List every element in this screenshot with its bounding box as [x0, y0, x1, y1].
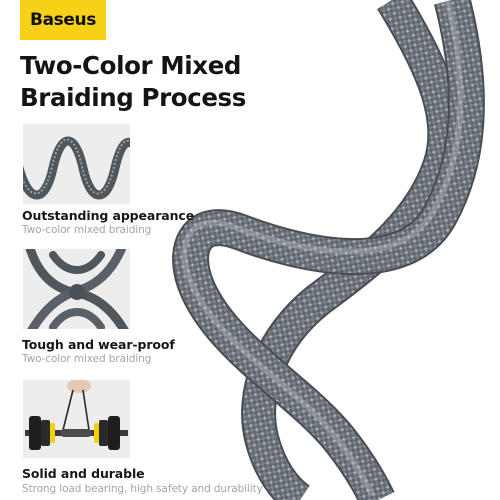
dumbbell-load-thumbnail [23, 380, 130, 458]
wavy-cable-icon [23, 136, 130, 200]
headline-line-1: Two-Color Mixed [20, 51, 242, 80]
brand-logo-tab: Baseus [20, 0, 106, 40]
feature-title-durable: Solid and durable [22, 466, 145, 481]
feature-subtitle-appearance: Two-color mixed braiding [22, 224, 152, 236]
feature-subtitle-wear-proof: Two-color mixed braiding [22, 353, 152, 365]
headline-line-2: Braiding Process [20, 83, 246, 112]
knotted-cable-thumbnail [23, 249, 130, 329]
brand-logo: Baseus [30, 10, 96, 30]
headline: Two-Color Mixed Braiding Process [20, 50, 246, 114]
knotted-cable-icon [25, 249, 129, 329]
dumbbell-hanging-icon [25, 380, 128, 450]
feature-title-wear-proof: Tough and wear-proof [22, 337, 175, 352]
feature-subtitle-durable: Strong load bearing, high safety and dur… [22, 483, 263, 495]
feature-title-appearance: Outstanding appearance [22, 208, 195, 223]
wavy-cable-thumbnail [23, 124, 130, 204]
